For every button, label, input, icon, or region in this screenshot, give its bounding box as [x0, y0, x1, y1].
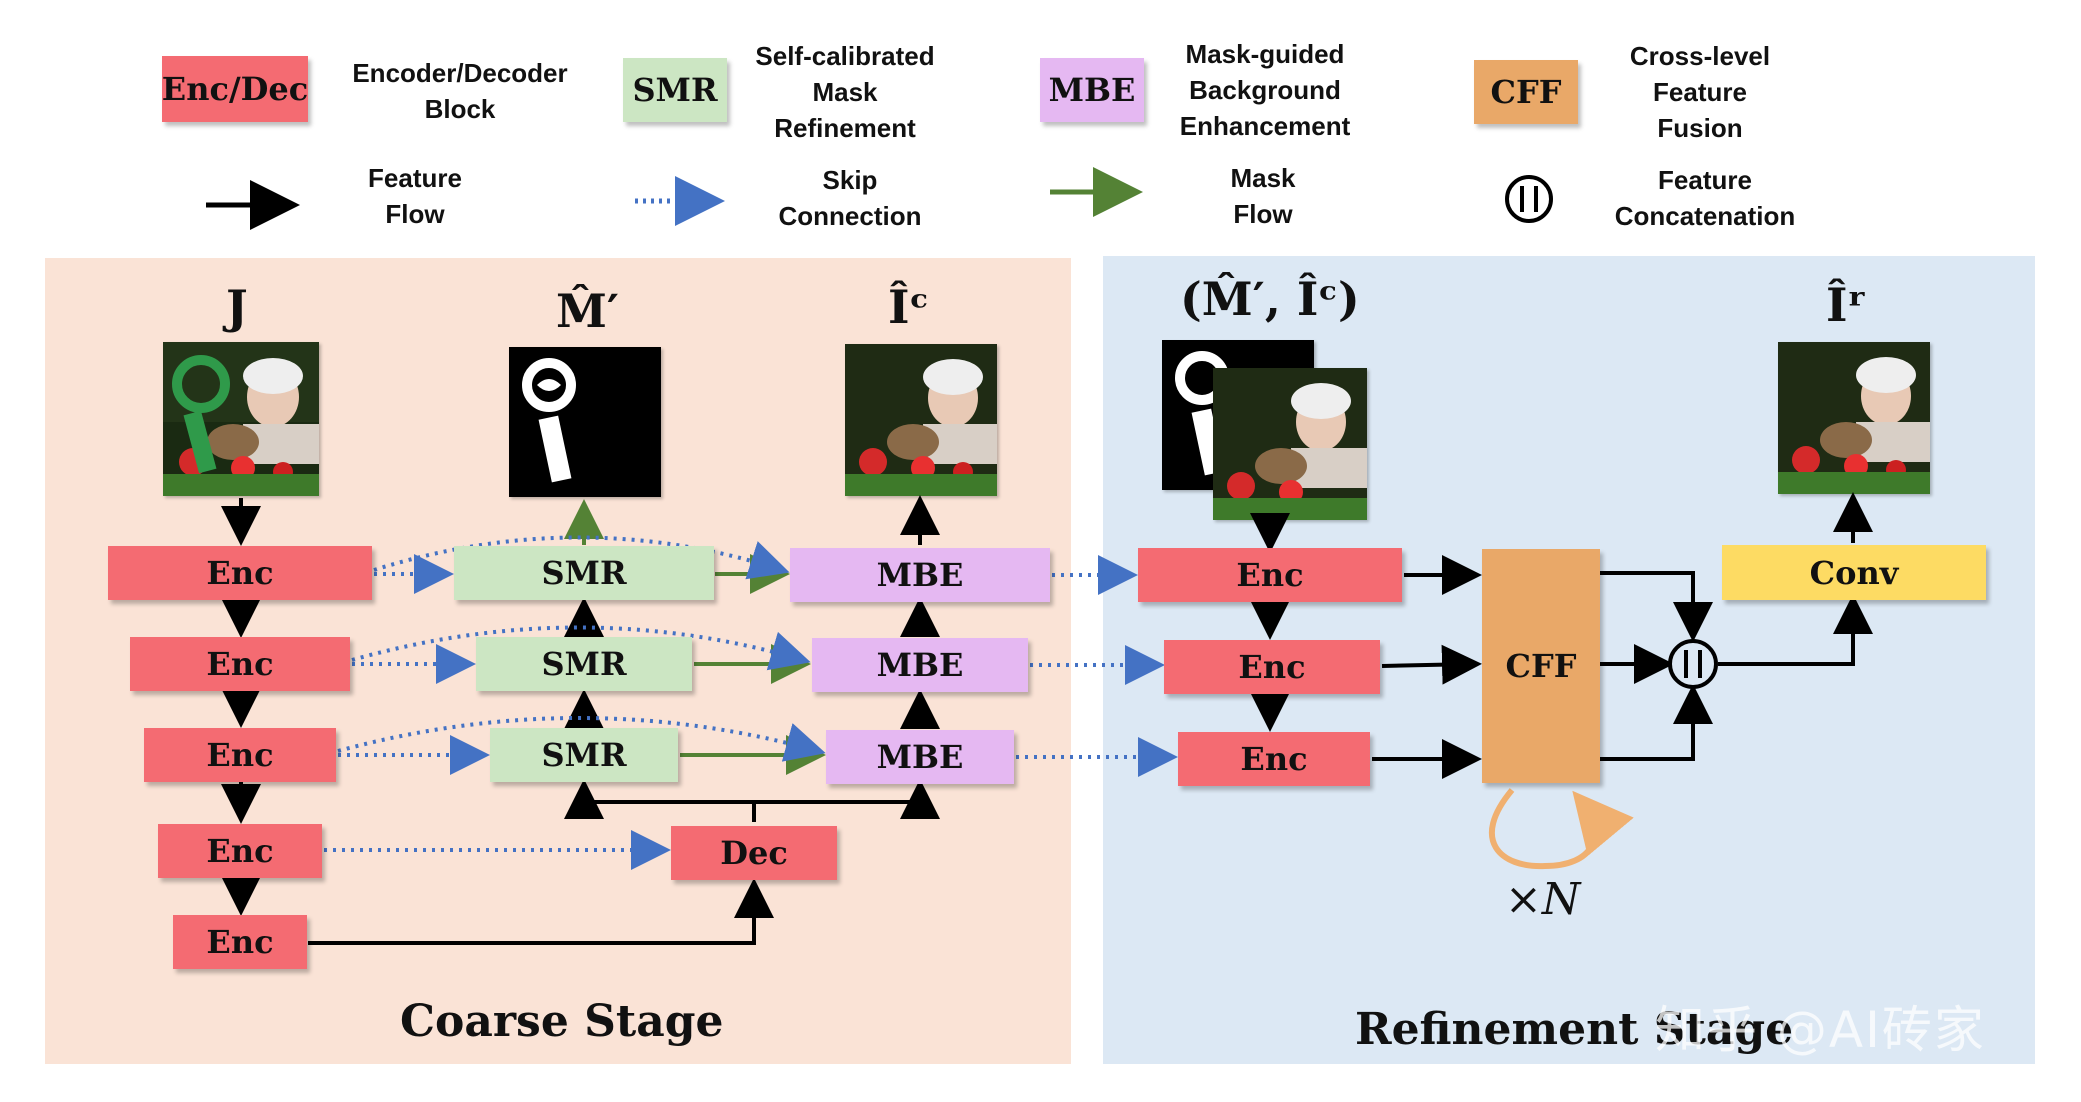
refine-enc-2: Enc [1164, 640, 1380, 694]
refinement-stage-title: Refinement Stage [1355, 1004, 1794, 1055]
mbe-1: MBE [790, 548, 1050, 602]
legend-desc-smr: Self-calibrated Mask Refinement [755, 41, 935, 143]
legend-desc-encdec: Encoder/Decoder Block [352, 58, 568, 124]
conv-block: Conv [1722, 545, 1986, 600]
concat-icon [1505, 175, 1553, 223]
repeat-loop-arrow [1489, 788, 1634, 870]
refine-enc-3: Enc [1178, 732, 1370, 786]
repeat-label: ×N [1505, 874, 1581, 925]
mbe-2: MBE [812, 638, 1028, 692]
refine-enc-1: Enc [1138, 548, 1402, 602]
smr-1: SMR [454, 546, 714, 600]
legend-desc-cff: Cross-level Feature Fusion [1629, 41, 1771, 143]
legend-chip-smr: SMR [623, 58, 727, 122]
mask-image [509, 347, 661, 497]
refine-input-image [1213, 368, 1367, 520]
legend-desc-feature-flow: Feature Flow [368, 163, 462, 229]
smr-2: SMR [476, 637, 692, 691]
legend-desc-mask-flow: Mask Flow [1230, 163, 1296, 229]
coarse-enc-2: Enc [130, 637, 350, 691]
watermark: 知乎 @AI砖家 [1655, 1001, 1986, 1059]
input-image [163, 342, 319, 496]
refined-output-image [1778, 342, 1930, 494]
label-refined-ir: Îʳ [1826, 278, 1867, 332]
legend-desc-concat: Feature Concatenation [1614, 165, 1796, 231]
label-input-j: J [226, 280, 248, 334]
coarse-enc-4: Enc [158, 824, 322, 878]
coarse-output-image [845, 344, 997, 496]
coarse-enc-1: Enc [108, 546, 372, 600]
coarse-stage-title: Coarse Stage [400, 996, 724, 1047]
coarse-enc-5: Enc [173, 915, 307, 969]
label-pair: (M̂′, Îᶜ) [1180, 272, 1360, 326]
label-mask-m: M̂′ [556, 284, 620, 338]
mbe-3: MBE [826, 730, 1014, 784]
legend-chip-encdec: Enc/Dec [162, 56, 308, 122]
coarse-enc-3: Enc [144, 728, 336, 782]
cff-block: CFF [1482, 549, 1600, 783]
legend-desc-mbe: Mask-guided Background Enhancement [1179, 39, 1351, 141]
legend-chip-mbe: MBE [1040, 58, 1144, 122]
legend-chip-cff: CFF [1474, 60, 1578, 124]
concat-node-icon [1668, 639, 1718, 689]
label-coarse-ic: Îᶜ [888, 280, 930, 334]
smr-3: SMR [490, 728, 678, 782]
legend-desc-skip: Skip Connection [778, 165, 922, 231]
coarse-dec: Dec [671, 826, 837, 880]
